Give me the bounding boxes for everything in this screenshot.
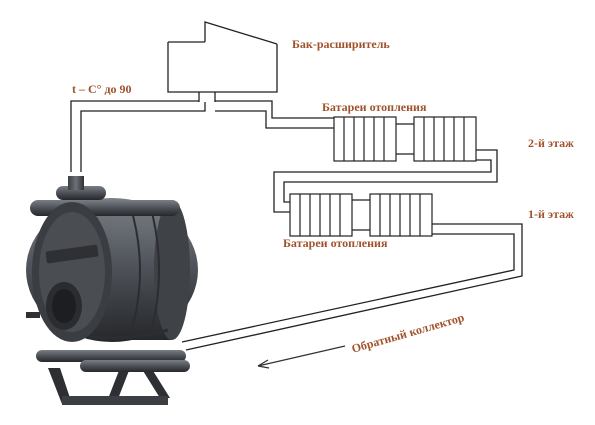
riser-pipe: [273, 149, 498, 213]
label-floor-1: 1-й этаж: [528, 207, 574, 221]
radiator-top-2: [413, 116, 477, 162]
supply-pipe: [70, 100, 334, 172]
radiator-top-1: [333, 116, 397, 162]
return-pipe: [181, 223, 523, 351]
expansion-tank: [167, 21, 278, 102]
arrow-left-icon: [257, 345, 346, 369]
label-radiators-bottom: Батареи отопления: [283, 236, 388, 250]
label-temperature: t – C° до 90: [72, 82, 132, 96]
pipe-between-bottom: [352, 199, 370, 231]
label-expansion-tank: Бак-расширитель: [292, 37, 390, 51]
label-floor-2: 2-й этаж: [528, 136, 574, 150]
stove-icon: [26, 176, 198, 405]
radiator-bottom-1: [289, 193, 353, 237]
label-radiators-top: Батареи отопления: [322, 100, 427, 114]
pipe-between-top: [396, 123, 414, 155]
radiator-bottom-2: [369, 193, 433, 237]
